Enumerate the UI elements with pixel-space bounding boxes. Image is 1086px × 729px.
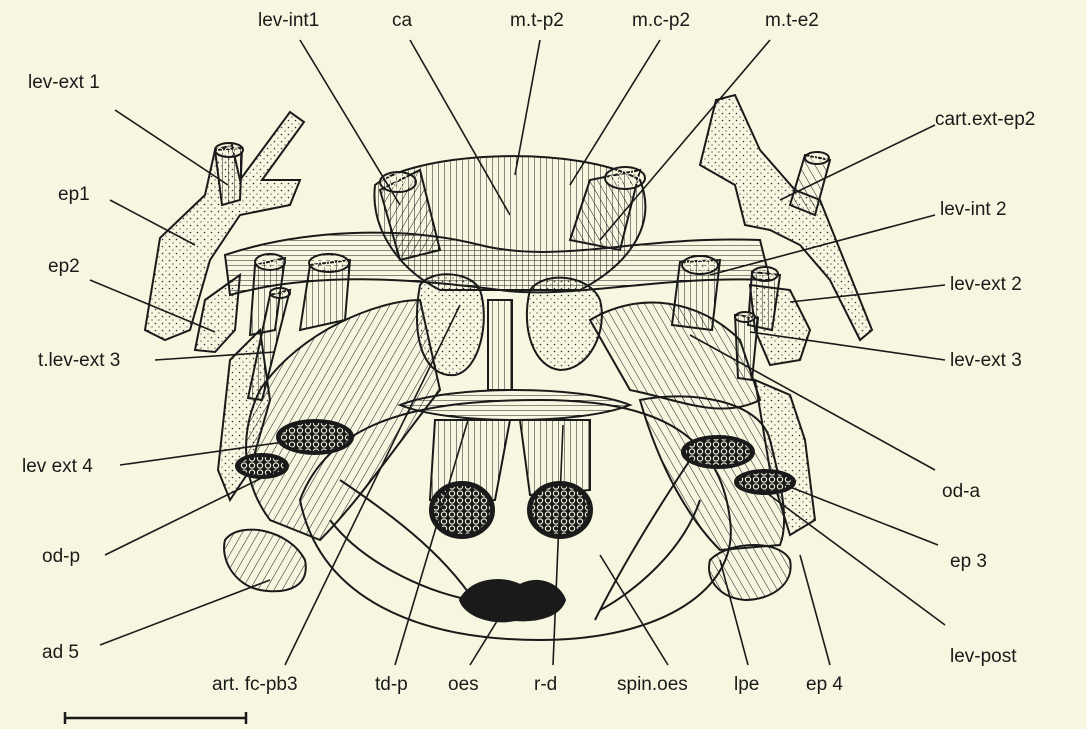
label-ca: ca — [392, 10, 413, 31]
label-td-p: td-p — [375, 674, 408, 695]
label-lpe: lpe — [734, 674, 759, 695]
label-od-a: od-a — [942, 481, 980, 502]
label-t-lev-ext3: t.lev-ext 3 — [38, 350, 120, 371]
label-cart-ext-ep2: cart.ext-ep2 — [935, 109, 1035, 130]
label-od-p: od-p — [42, 546, 80, 567]
label-spin-oes: spin.oes — [617, 674, 688, 695]
label-mcp2: m.c-p2 — [632, 10, 690, 31]
label-ep1: ep1 — [58, 184, 90, 205]
label-ep4: ep 4 — [806, 674, 843, 695]
label-mte2: m.t-e2 — [765, 10, 819, 31]
lpe-muscle — [709, 545, 791, 600]
label-ep2: ep2 — [48, 256, 80, 277]
right-pad — [527, 278, 602, 370]
label-ep3: ep 3 — [950, 551, 987, 572]
scale-bar — [65, 712, 246, 724]
label-r-d: r-d — [534, 674, 557, 695]
label-lev-ext3: lev-ext 3 — [950, 350, 1022, 371]
label-ad5: ad 5 — [42, 642, 79, 663]
label-lev-int1: lev-int1 — [258, 10, 319, 31]
label-lev-int2: lev-int 2 — [940, 199, 1007, 220]
oesophagus-lumen — [460, 580, 565, 621]
label-oes: oes — [448, 674, 479, 695]
label-lev-ext2: lev-ext 2 — [950, 274, 1022, 295]
label-art-fc-pb3: art. fc-pb3 — [212, 674, 298, 695]
label-lev-ext1: lev-ext 1 — [28, 72, 100, 93]
label-lev-post: lev-post — [950, 646, 1017, 667]
label-lev-ext4: lev ext 4 — [22, 456, 93, 477]
label-mtp2: m.t-p2 — [510, 10, 564, 31]
specimen-drawing — [145, 95, 872, 640]
